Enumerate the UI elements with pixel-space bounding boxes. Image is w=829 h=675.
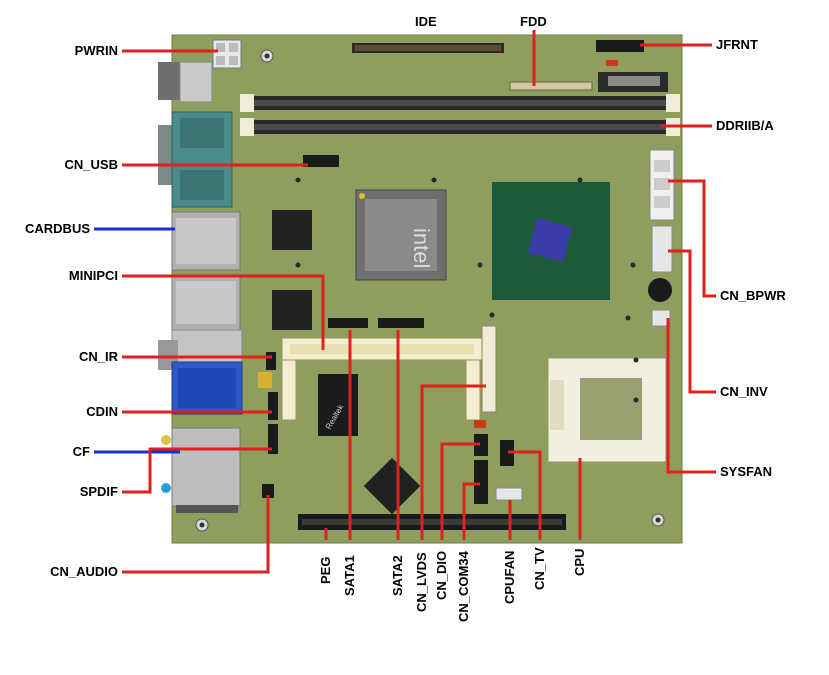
cdin-header [268,392,278,420]
label-sata2: SATA2 [390,555,405,596]
jumper-yellow [258,372,272,388]
sata2-connector [378,318,424,328]
cn-usb-header [303,155,339,167]
label-sata1: SATA1 [342,555,357,596]
cn-com34-header [474,460,488,504]
label-fdd: FDD [520,14,547,29]
cn-inv-connector [651,225,673,273]
bios-chip-top [272,210,312,250]
label-cn-dio: CN_DIO [434,550,449,600]
buzzer [648,278,672,302]
pwrin-connector [212,39,242,69]
leader-cn-com34 [462,482,480,540]
cn-dio-header [474,434,488,456]
cpu-socket [547,357,667,463]
label-cf: CF [72,444,90,459]
battery-holder-slot [608,76,660,86]
label-minipci: MINIPCI [68,268,118,283]
minipci-slot [281,337,483,421]
northbridge-logo: intel [409,228,434,268]
label-cpufan: CPUFAN [502,550,517,604]
label-spdif: SPDIF [79,484,118,499]
fdd-connector [509,81,593,91]
peg-slot [298,514,566,530]
leader-sysfan [666,318,716,474]
label-ide: IDE [415,14,437,29]
label-cn-tv: CN_TV [532,547,547,590]
cpufan-connector [495,487,523,501]
label-cn-com34: CN_COM34 [456,551,471,622]
leader-spdif [122,447,272,494]
label-cn-audio: CN_AUDIO [50,564,118,579]
spdif-header [268,424,278,454]
label-jfrnt: JFRNT [716,37,758,52]
leader-cn-bpwr [668,179,716,298]
ide-header [352,43,504,53]
board-vias [295,177,639,403]
label-ddriib-a: DDRIIB/A [716,118,774,133]
cn-lvds-connector [481,325,497,413]
label-cardbus: CARDBUS [25,221,90,236]
label-sysfan: SYSFAN [720,464,773,479]
cn-ir-header [266,352,276,370]
ddr-slots [240,94,680,136]
label-cdin: CDIN [86,404,118,419]
jumper-small [474,420,486,428]
label-peg: PEG [318,556,333,584]
label-cpu: CPU [572,548,587,576]
leader-cn-tv [508,450,542,540]
jfrnt-header [596,40,644,52]
sata1-connector [328,318,368,328]
cn-tv-header [500,440,514,466]
leader-minipci [122,274,325,350]
jumper-red [606,60,618,66]
leader-cn-dio [440,442,480,540]
cn-audio-header [262,484,274,498]
label-cn-lvds: CN_LVDS [414,552,429,612]
northbridge-chip [355,189,447,281]
label-pwrin: PWRIN [74,43,118,58]
bios-chip-bottom [272,290,312,330]
leader-lines [94,30,716,574]
label-cn-bpwr: CN_BPWR [720,288,786,303]
label-cn-ir: CN_IR [78,349,118,364]
leader-cn-lvds [420,384,486,540]
cpu-die-package [492,182,610,300]
label-cn-usb: CN_USB [64,157,118,172]
label-cn-inv: CN_INV [720,384,768,399]
rear-io-panel [158,61,243,513]
sysfan-connector [651,309,671,327]
leader-cn-audio [122,495,270,574]
leader-cn-inv [668,249,716,394]
cn-bpwr-connector [649,149,675,221]
